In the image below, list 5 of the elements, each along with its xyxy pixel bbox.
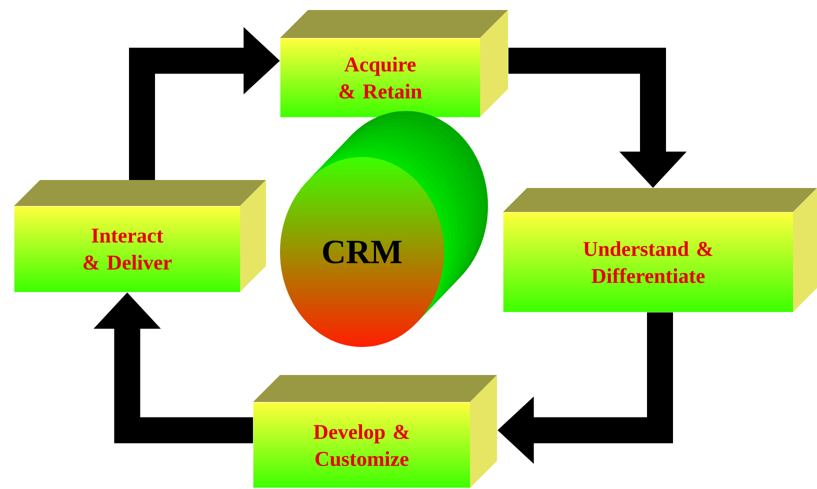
process-box: Interact & Deliver	[14, 180, 266, 292]
cylinder: CRM	[280, 111, 488, 347]
process-box: Understand & Differentiate	[503, 188, 817, 312]
process-box: Develop & Customize	[253, 375, 497, 488]
process-box: Acquire & Retain	[280, 10, 508, 118]
